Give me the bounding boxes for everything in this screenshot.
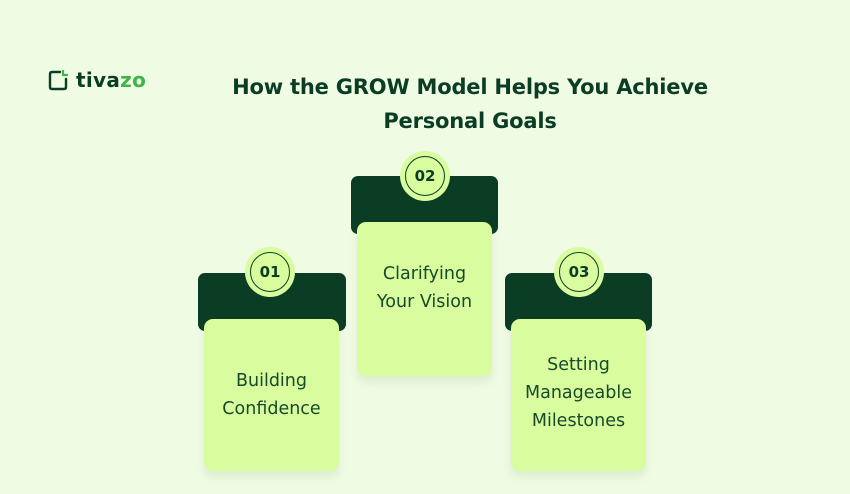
brand-name-main: tiva (76, 68, 121, 92)
step-1-label: Building Confidence (222, 367, 320, 423)
step-3-label-line: Setting (547, 355, 610, 375)
step-1-card: Building Confidence (204, 319, 339, 471)
step-3-label: Setting Manageable Milestones (525, 351, 632, 435)
step-3-number: 03 (559, 252, 599, 292)
step-1-number-badge: 01 (245, 247, 295, 297)
step-2-label-line: Clarifying (382, 264, 467, 284)
brand-logo: tivazo (48, 68, 146, 92)
title-line-1: How the GROW Model Helps You Achieve (232, 75, 708, 99)
step-3-number-badge: 03 (554, 247, 604, 297)
step-1-label-line: Building (236, 371, 307, 391)
title-line-2: Personal Goals (383, 109, 557, 133)
tivazo-logo-icon (48, 70, 68, 91)
brand-name-accent: zo (120, 68, 147, 92)
step-3-card: Setting Manageable Milestones (511, 319, 646, 471)
step-3-label-line: Milestones (531, 411, 626, 431)
brand-name: tivazo (76, 68, 146, 92)
step-1-number: 01 (250, 252, 290, 292)
page-title: How the GROW Model Helps You Achieve Per… (180, 70, 760, 138)
step-2-card: Clarifying Your Vision (357, 222, 492, 376)
step-1-label-line: Confidence (222, 399, 321, 419)
step-2-number-badge: 02 (400, 151, 450, 201)
step-2-label: Clarifying Your Vision (377, 260, 472, 316)
step-3-label-line: Manageable (525, 383, 632, 403)
step-2-label-line: Your Vision (376, 292, 473, 312)
step-2-number: 02 (405, 156, 445, 196)
